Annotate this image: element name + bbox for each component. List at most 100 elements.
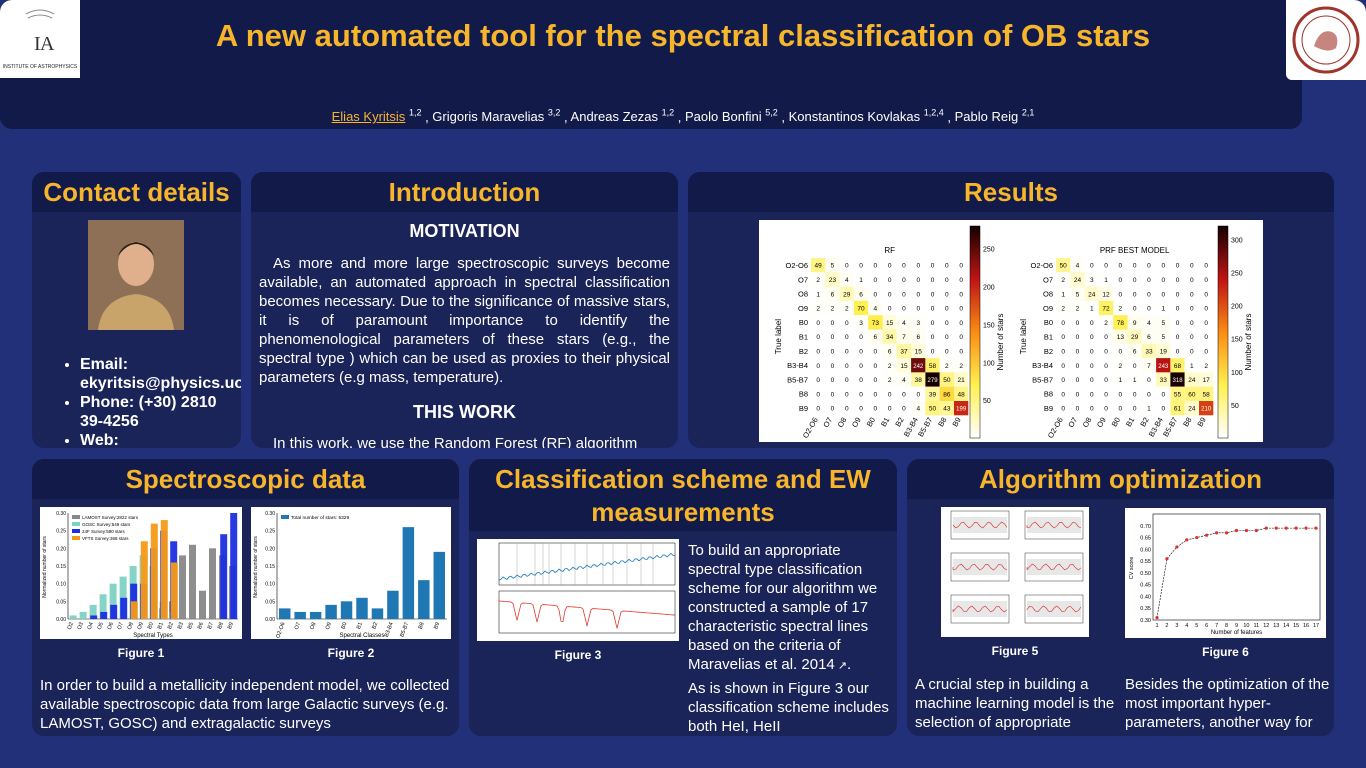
cm-value: 0 bbox=[916, 291, 920, 298]
cm-value: 0 bbox=[831, 349, 835, 356]
cm-cell bbox=[1070, 258, 1085, 273]
cm-cell bbox=[853, 315, 869, 330]
cm-value: 0 bbox=[816, 334, 820, 341]
cm-value: 15 bbox=[900, 363, 908, 370]
cm-cell bbox=[825, 300, 840, 316]
cm-value: 0 bbox=[945, 263, 949, 270]
cm-value: 2 bbox=[959, 363, 963, 370]
cm-row-label: B3-B4 bbox=[1032, 361, 1053, 370]
cm-cell bbox=[925, 358, 940, 373]
cm-value: 43 bbox=[943, 406, 951, 413]
x-tick: B9 bbox=[227, 622, 235, 630]
x-tick: O9 bbox=[137, 622, 145, 631]
cm-cell bbox=[1113, 386, 1128, 401]
cm-cell bbox=[1113, 315, 1128, 330]
cm-cell bbox=[1113, 286, 1128, 301]
figure-1-caption: Figure 1 bbox=[117, 646, 165, 660]
cm-value: 0 bbox=[959, 263, 963, 270]
cm-col-label: O8 bbox=[1081, 416, 1094, 429]
colorbar-tick: 300 bbox=[1231, 237, 1243, 244]
cm-value: 0 bbox=[1090, 263, 1094, 270]
cm-col-label: O7 bbox=[1066, 416, 1079, 429]
cm-cell bbox=[811, 258, 826, 273]
bar bbox=[402, 527, 415, 619]
cm-cell bbox=[868, 372, 883, 387]
cv-point bbox=[1294, 526, 1298, 530]
cm-value: 38 bbox=[915, 377, 923, 384]
classification-text-1: To build an appropriate spectral type cl… bbox=[688, 542, 878, 673]
cm-cell bbox=[1170, 329, 1185, 344]
cm-cell bbox=[1184, 272, 1199, 287]
cm-cell bbox=[868, 286, 883, 301]
cm-row-label: B2 bbox=[1044, 347, 1053, 356]
x-tick: 11 bbox=[1254, 623, 1260, 629]
cm-row-label: O9 bbox=[798, 304, 808, 313]
contact-email: Email:ekyritsis@physics.uo bbox=[80, 355, 241, 393]
cm-value: 0 bbox=[1161, 391, 1165, 398]
cm-value: 72 bbox=[1102, 306, 1110, 313]
cm-value: 0 bbox=[931, 306, 935, 313]
cm-value: 1 bbox=[1119, 377, 1123, 384]
cm-cell bbox=[939, 358, 954, 373]
cm-cell bbox=[1127, 272, 1142, 287]
cm-cell bbox=[939, 258, 954, 273]
cm-cell bbox=[1156, 372, 1171, 387]
cv-line bbox=[1156, 527, 1316, 618]
hyperparameter-grid-chart bbox=[950, 510, 1084, 624]
x-tick: 4 bbox=[1185, 623, 1188, 629]
subplot-line bbox=[952, 605, 1008, 613]
x-tick: B5 bbox=[187, 622, 195, 630]
cm-cell bbox=[853, 286, 869, 301]
cm-cell bbox=[954, 386, 969, 401]
cv-point bbox=[1244, 528, 1249, 533]
x-tick: 12 bbox=[1263, 623, 1269, 629]
y-tick: 0.25 bbox=[56, 529, 66, 535]
cm-value: 50 bbox=[929, 406, 937, 413]
cm-value: 0 bbox=[902, 306, 906, 313]
cm-cell bbox=[1127, 386, 1142, 401]
cm-value: 2 bbox=[1119, 306, 1123, 313]
x-tick: B1 bbox=[157, 622, 165, 630]
cm-cell bbox=[1127, 258, 1142, 273]
cm-value: 0 bbox=[1104, 391, 1108, 398]
cm-value: 0 bbox=[1190, 291, 1194, 298]
cm-row-label: O2-O6 bbox=[1030, 261, 1053, 270]
cm-col-label: B2 bbox=[893, 416, 905, 428]
cm-value: 0 bbox=[945, 334, 949, 341]
external-link-icon[interactable]: ↗ bbox=[834, 660, 848, 672]
cm-value: 0 bbox=[874, 406, 878, 413]
cm-value: 0 bbox=[1076, 334, 1080, 341]
bar bbox=[90, 615, 98, 619]
cm-value: 0 bbox=[1104, 263, 1108, 270]
author-name[interactable]: Elias Kyritsis 1,2 bbox=[331, 108, 422, 125]
legend-label: 24F Survey:590 stars bbox=[82, 529, 126, 534]
cm-cell bbox=[939, 329, 954, 344]
subplot-band bbox=[1027, 559, 1081, 575]
cm-cell bbox=[825, 315, 840, 330]
x-tick: B0 bbox=[340, 622, 348, 630]
subplot-line bbox=[1026, 563, 1082, 571]
cm-cell bbox=[1056, 329, 1071, 344]
y-tick: 0.25 bbox=[265, 529, 275, 535]
spectroscopic-data-text: In order to build a metallicity independ… bbox=[40, 677, 450, 732]
cm-value: 279 bbox=[928, 378, 939, 384]
subplot-band bbox=[1027, 601, 1081, 617]
cm-cell bbox=[1199, 401, 1214, 416]
cm-value: 0 bbox=[1133, 363, 1137, 370]
cm-value: 24 bbox=[1188, 377, 1196, 384]
y-tick: 0.20 bbox=[265, 546, 275, 552]
x-tick: B5-B7 bbox=[399, 622, 410, 638]
email-link[interactable]: ekyritsis@physics.uo bbox=[80, 375, 241, 392]
cm-cell bbox=[825, 358, 840, 373]
cm-cell bbox=[1141, 300, 1157, 316]
cm-value: 24 bbox=[1188, 406, 1196, 413]
x-tick: O2-O6 bbox=[275, 622, 286, 639]
cm-cell bbox=[882, 386, 897, 401]
cm-cell bbox=[868, 358, 883, 373]
cm-value: 0 bbox=[945, 291, 949, 298]
cm-value: 5 bbox=[1161, 334, 1165, 341]
cm-value: 2 bbox=[1119, 363, 1123, 370]
figure-2-caption: Figure 2 bbox=[327, 646, 375, 660]
